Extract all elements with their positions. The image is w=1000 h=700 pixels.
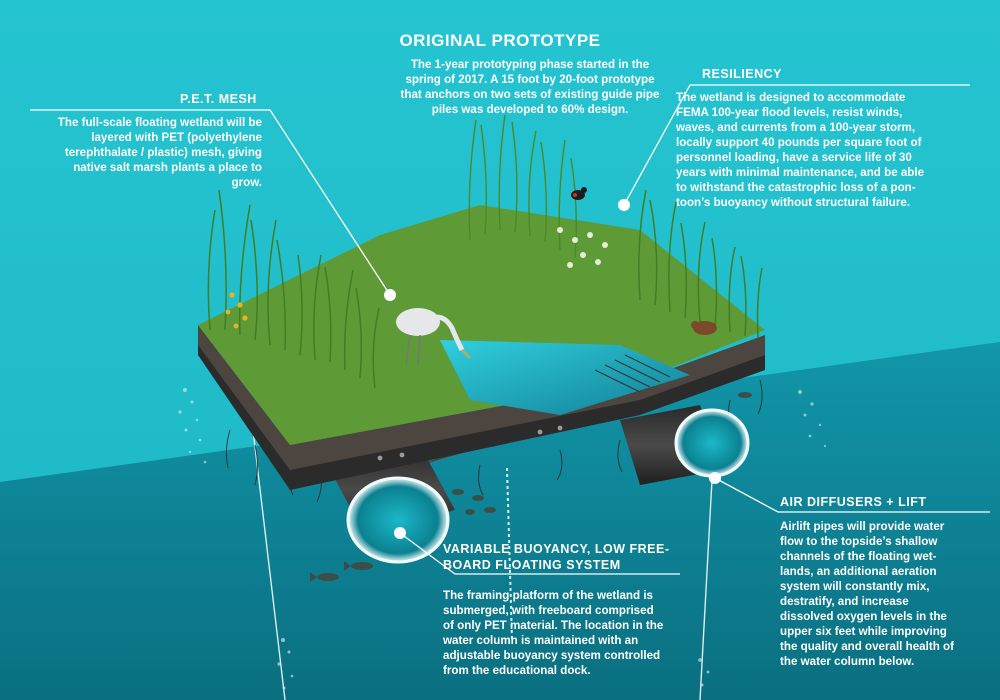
leader-air-diffusers	[709, 472, 990, 513]
shallow-channel	[440, 340, 690, 415]
resiliency-text: The wetland is designed to accommodate F…	[676, 90, 976, 210]
pet-mesh-line: terephthalate / plastic) mesh, giving	[64, 146, 262, 159]
fish	[310, 392, 752, 582]
air-diffusers-line: lands, an additional aeration	[780, 565, 937, 578]
airlift-chain	[506, 467, 513, 641]
air-diffusers-line: flow to the topside’s shallow	[780, 535, 938, 548]
original-prototype-title: ORIGINAL PROTOTYPE	[399, 31, 601, 50]
pontoon-pipe-back	[620, 405, 750, 485]
air-diffusers-line: destratify, and increase	[780, 595, 909, 608]
resiliency-line: to withstand the catastrophic loss of a …	[676, 181, 916, 194]
air-diffusers-line: Airlift pipes will provide water	[780, 520, 945, 533]
original-prototype-text: The 1-year prototyping phase started in …	[340, 57, 720, 117]
water-background	[0, 342, 1000, 700]
yellow-flowers	[225, 292, 248, 329]
white-flowers	[557, 227, 608, 268]
pet-mesh-line: native salt marsh plants a place to	[73, 161, 262, 174]
air-diffusers-title: AIR DIFFUSERS + LIFT	[780, 495, 927, 509]
resiliency-line: FEMA 100-year flood levels, resist winds…	[676, 106, 903, 119]
resiliency-line: toon’s buoyancy without structural failu…	[676, 196, 911, 209]
grass-left	[207, 189, 380, 389]
air-diffusers-line: channels of the floating wet-	[780, 550, 937, 563]
heron	[396, 308, 471, 366]
air-diffusers-line: upper six feet while improving	[780, 625, 947, 638]
bubbles-right	[798, 390, 827, 448]
anchor-cable-left	[252, 429, 286, 700]
variable-buoyancy-line: The framing platform of the wetland is	[443, 589, 653, 602]
variable-buoyancy-title-line: VARIABLE BUOYANCY, LOW FREE-	[443, 542, 670, 556]
resiliency-line: locally support 40 pounds per square foo…	[676, 136, 922, 149]
variable-buoyancy-line: of only PET material. The location in th…	[443, 619, 664, 632]
air-diffusers-line: the quality and overall health of	[780, 640, 954, 653]
original-prototype-line: The 1-year prototyping phase started in …	[410, 58, 650, 71]
pet-mesh-text: The full-scale floating wetland will be …	[22, 115, 262, 190]
pet-mesh-line: The full-scale floating wetland will be	[57, 116, 262, 129]
variable-buoyancy-text: The framing platform of the wetland is s…	[443, 588, 703, 678]
variable-buoyancy-title-line: BOARD FLOATING SYSTEM	[443, 558, 621, 572]
frame-bolts	[377, 425, 563, 461]
bubbles-left	[178, 388, 207, 464]
resiliency-line: waves, and currents from a 100-year stor…	[676, 121, 916, 134]
original-prototype-line: spring of 2017. A 15 foot by 20-foot pro…	[405, 73, 655, 86]
variable-buoyancy-line: water column is maintained with an	[443, 634, 639, 647]
grass-right	[638, 189, 763, 339]
air-diffusers-line: dissolved oxygen levels in the	[780, 610, 947, 623]
variable-buoyancy-line: from the educational dock.	[443, 664, 591, 677]
channel-steps	[594, 354, 671, 393]
pet-mesh-line: layered with PET (polyethylene	[91, 131, 262, 144]
original-prototype-line: piles was developed to 60% design.	[431, 103, 629, 116]
pet-mesh-title: P.E.T. MESH	[180, 92, 257, 106]
resiliency-line: The wetland is designed to accommodate	[676, 91, 906, 104]
pet-mesh-line: grow.	[231, 176, 262, 189]
original-prototype-line: that anchors on two sets of existing gui…	[400, 88, 660, 101]
marsh-surface	[198, 205, 765, 445]
variable-buoyancy-line: adjustable buoyancy system controlled	[443, 649, 661, 662]
resiliency-line: years with minimal maintenance, and be a…	[676, 166, 925, 179]
bubbles-bottom	[277, 638, 710, 690]
variable-buoyancy-line: submerged, with freeboard comprised	[443, 604, 654, 617]
air-diffusers-text: Airlift pipes will provide water flow to…	[780, 519, 992, 669]
leader-pet-mesh	[30, 109, 396, 301]
leader-resiliency	[618, 84, 970, 211]
blackbird	[571, 187, 587, 200]
air-diffusers-line: system will constantly mix,	[780, 580, 930, 593]
air-diffusers-line: the water column below.	[780, 655, 915, 668]
grass-center	[468, 114, 578, 259]
resiliency-line: personnel loading, have a service life o…	[676, 151, 912, 164]
resiliency-title: RESILIENCY	[702, 67, 783, 81]
leader-variable-buoyancy	[394, 527, 680, 575]
variable-buoyancy-title: VARIABLE BUOYANCY, LOW FREE- BOARD FLOAT…	[443, 541, 670, 573]
muskrat	[691, 321, 717, 335]
